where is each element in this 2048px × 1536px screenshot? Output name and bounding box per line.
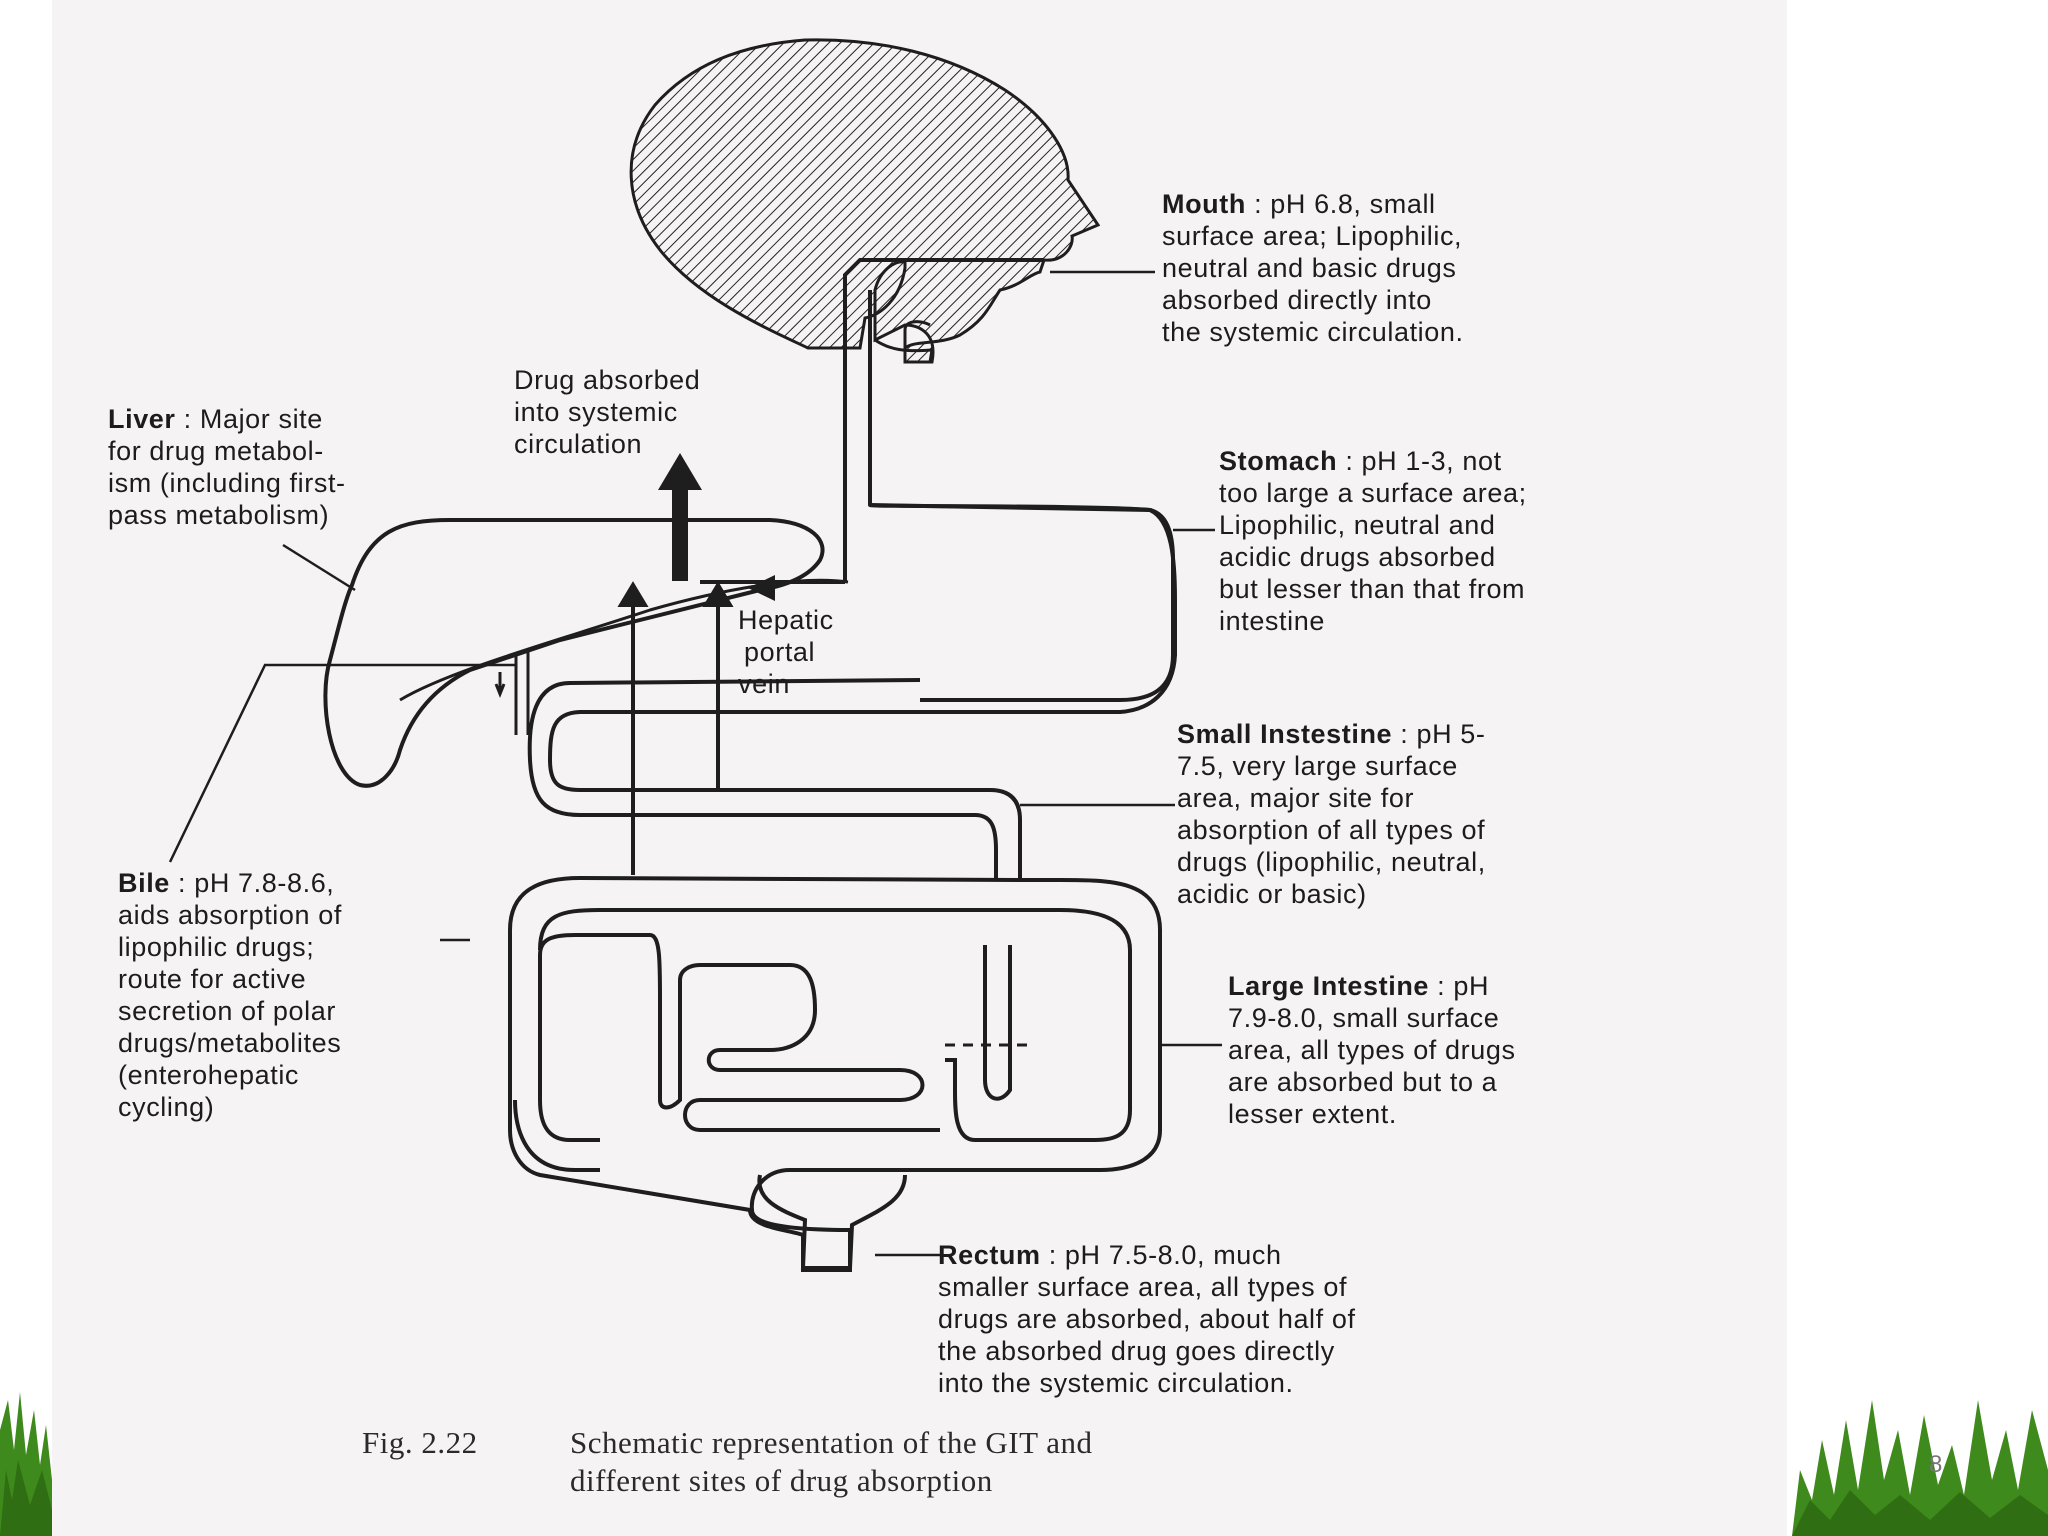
hepatic-portal-vein — [399, 578, 849, 702]
bile-line-4: route for active — [118, 964, 307, 994]
stomach-line-4: acidic drugs absorbed — [1219, 542, 1496, 572]
small-intestine-line-2: 7.5, very large surface — [1177, 751, 1458, 781]
caption-line-1: Schematic representation of the GIT and — [570, 1425, 1093, 1460]
leader-lines — [168, 270, 1222, 1257]
small-intestine-line-6: acidic or basic) — [1177, 879, 1367, 909]
rectum-line-4: the absorbed drug goes directly — [938, 1336, 1335, 1366]
rectum-line-5: into the systemic circulation. — [938, 1368, 1294, 1398]
hepatic-portal-line-3: vein — [738, 669, 790, 699]
mouth-label: Mouth : pH 6.8, small surface area; Lipo… — [1162, 188, 1464, 348]
mouth-line-1: : pH 6.8, small — [1254, 189, 1436, 219]
mouth-title: Mouth — [1162, 189, 1246, 219]
rectum-line-3: drugs are absorbed, about half of — [938, 1304, 1356, 1334]
liver-outline — [323, 518, 825, 788]
mouth-line-3: neutral and basic drugs — [1162, 253, 1457, 283]
large-intestine-line-3: area, all types of drugs — [1228, 1035, 1516, 1065]
figure-caption: Fig. 2.22 Schematic representation of the… — [362, 1424, 1093, 1500]
mouth-line-2: surface area; Lipophilic, — [1162, 221, 1463, 251]
large-intestine-label: Large Intestine : pH 7.9-8.0, small surf… — [1228, 970, 1516, 1130]
drug-absorbed-line-3: circulation — [514, 429, 643, 459]
large-intestine-line-4: are absorbed but to a — [1228, 1067, 1498, 1097]
rectum-line-1: : pH 7.5-8.0, much — [1048, 1240, 1282, 1270]
liver-line-1: : Major site — [183, 404, 323, 434]
colon-outline — [508, 875, 1162, 1272]
stomach-line-5: but lesser than that from — [1219, 574, 1526, 604]
bile-line-2: aids absorption of — [118, 900, 342, 930]
hepatic-portal-vein-label: Hepatic portal vein — [738, 604, 834, 700]
mouth-line-5: the systemic circulation. — [1162, 317, 1464, 347]
liver-title: Liver — [108, 404, 176, 434]
stomach-line-1: : pH 1-3, not — [1345, 446, 1502, 476]
colon-inner — [538, 908, 1132, 1142]
figure-number: Fig. 2.22 — [362, 1425, 478, 1460]
hepatic-portal-line-1: Hepatic — [738, 605, 834, 635]
liver-label: Liver : Major site for drug metabol- ism… — [108, 403, 346, 531]
stomach-label: Stomach : pH 1-3, not too large a surfac… — [1219, 445, 1527, 637]
stomach-line-2: too large a surface area; — [1219, 478, 1527, 508]
rectum-outline — [757, 1174, 907, 1270]
rectum-title: Rectum — [938, 1240, 1041, 1270]
drug-absorbed-line-2: into systemic — [514, 397, 678, 427]
bile-line-3: lipophilic drugs; — [118, 932, 315, 962]
small-intestine-coils — [538, 933, 940, 1142]
grass-right-decoration — [1792, 1400, 2048, 1536]
small-intestine-label: Small Instestine : pH 5- 7.5, very large… — [1177, 718, 1486, 910]
bile-title: Bile — [118, 868, 170, 898]
small-intestine-line-4: absorption of all types of — [1177, 815, 1486, 845]
large-intestine-line-2: 7.9-8.0, small surface — [1228, 1003, 1500, 1033]
small-intestine-title: Small Instestine — [1177, 719, 1393, 749]
liver-line-3: ism (including first- — [108, 468, 346, 498]
small-intestine-line-1: : pH 5- — [1400, 719, 1486, 749]
bile-label: Bile : pH 7.8-8.6, aids absorption of li… — [118, 867, 342, 1123]
large-intestine-line-5: lesser extent. — [1228, 1099, 1397, 1129]
duodenum-inner — [527, 678, 998, 880]
rectum-label: Rectum : pH 7.5-8.0, much smaller surfac… — [938, 1239, 1356, 1399]
mouth-line-4: absorbed directly into — [1162, 285, 1432, 315]
bile-line-5: secretion of polar — [118, 996, 336, 1026]
bile-line-1: : pH 7.8-8.6, — [178, 868, 335, 898]
page-number: 8 — [1929, 1451, 1943, 1478]
hepatic-portal-line-2: portal — [744, 637, 816, 667]
stomach-line-6: intestine — [1219, 606, 1325, 636]
large-intestine-line-1: : pH — [1437, 971, 1490, 1001]
ileum-loop — [513, 945, 1012, 1172]
stomach-outline — [547, 503, 1177, 880]
stomach-title: Stomach — [1219, 446, 1338, 476]
large-intestine-title: Large Intestine — [1228, 971, 1430, 1001]
stomach-line-3: Lipophilic, neutral and — [1219, 510, 1496, 540]
bile-line-6: drugs/metabolites — [118, 1028, 342, 1058]
grass-left-decoration — [0, 1392, 52, 1536]
liver-line-4: pass metabolism) — [108, 500, 330, 530]
systemic-circulation-arrow — [658, 453, 702, 581]
head-silhouette — [629, 38, 1101, 364]
bile-line-7: (enterohepatic — [118, 1060, 300, 1090]
bile-line-8: cycling) — [118, 1092, 215, 1122]
absorption-arrows — [617, 581, 734, 875]
jaw-outline — [873, 290, 934, 364]
caption-line-2: different sites of drug absorption — [570, 1463, 993, 1498]
drug-absorbed-label: Drug absorbed into systemic circulation — [514, 364, 700, 460]
drug-absorbed-line-1: Drug absorbed — [514, 365, 701, 395]
rectum-line-2: smaller surface area, all types of — [938, 1272, 1348, 1302]
small-intestine-line-3: area, major site for — [1177, 783, 1415, 813]
small-intestine-line-5: drugs (lipophilic, neutral, — [1177, 847, 1486, 877]
liver-line-2: for drug metabol- — [108, 436, 324, 466]
liver-arrow — [748, 575, 775, 601]
